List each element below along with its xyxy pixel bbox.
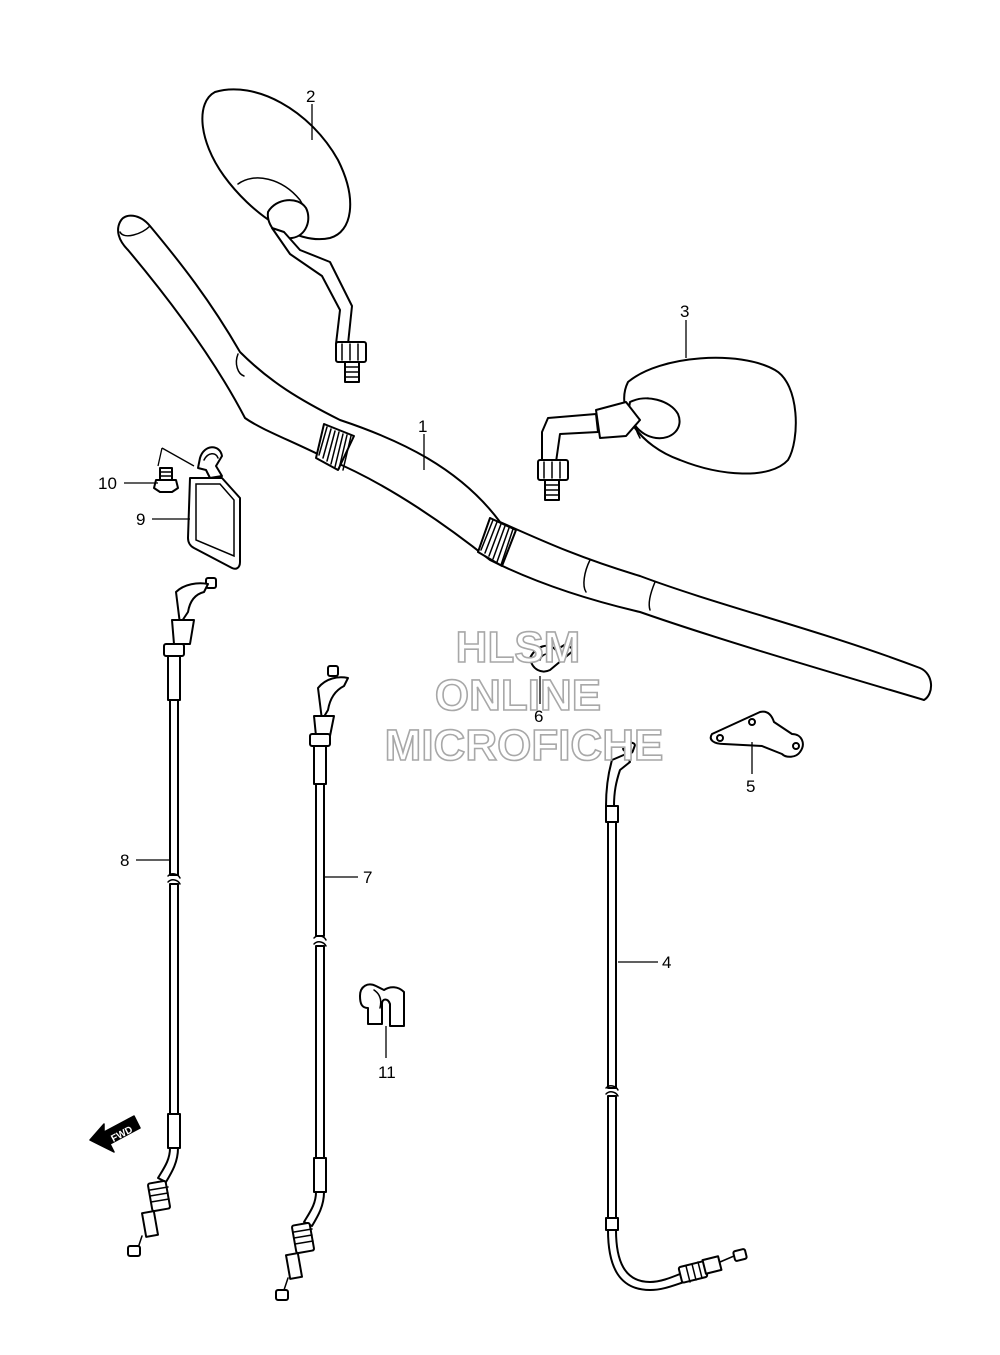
throttle-cable-left[interactable]	[127, 577, 217, 1257]
bolt[interactable]	[153, 467, 179, 493]
callout-4: 4	[662, 953, 671, 972]
forward-arrow-icon: FWD	[89, 1115, 141, 1153]
callout-3: 3	[680, 302, 689, 321]
callout-11: 11	[378, 1063, 396, 1082]
callout-10: 10	[98, 474, 117, 493]
grip-ring-right	[477, 517, 517, 567]
watermark-line-1: HLSM	[456, 623, 581, 672]
wire-clamp[interactable]	[187, 446, 241, 570]
mount-bracket[interactable]	[709, 710, 804, 758]
callout-8: 8	[120, 851, 129, 870]
watermark-line-2: ONLINE	[435, 671, 601, 720]
callout-9: 9	[136, 510, 145, 529]
cable-clip[interactable]	[529, 643, 575, 673]
callout-2: 2	[306, 87, 315, 106]
watermark: HLSM ONLINE MICROFICHE	[384, 622, 664, 771]
grip-ring-left	[315, 423, 355, 471]
watermark-line-3: MICROFICHE	[385, 721, 664, 770]
callout-6: 6	[534, 707, 543, 726]
handlebar[interactable]	[117, 214, 932, 701]
mirror-right[interactable]	[537, 356, 797, 501]
mirror-left[interactable]	[201, 88, 367, 383]
callout-5: 5	[746, 777, 755, 796]
throttle-cable-middle[interactable]	[275, 665, 349, 1301]
leader-lines	[124, 104, 753, 1058]
callout-1: 1	[418, 417, 427, 436]
callout-7: 7	[363, 868, 372, 887]
cable-holder[interactable]	[359, 983, 405, 1027]
clutch-cable[interactable]	[605, 740, 748, 1291]
